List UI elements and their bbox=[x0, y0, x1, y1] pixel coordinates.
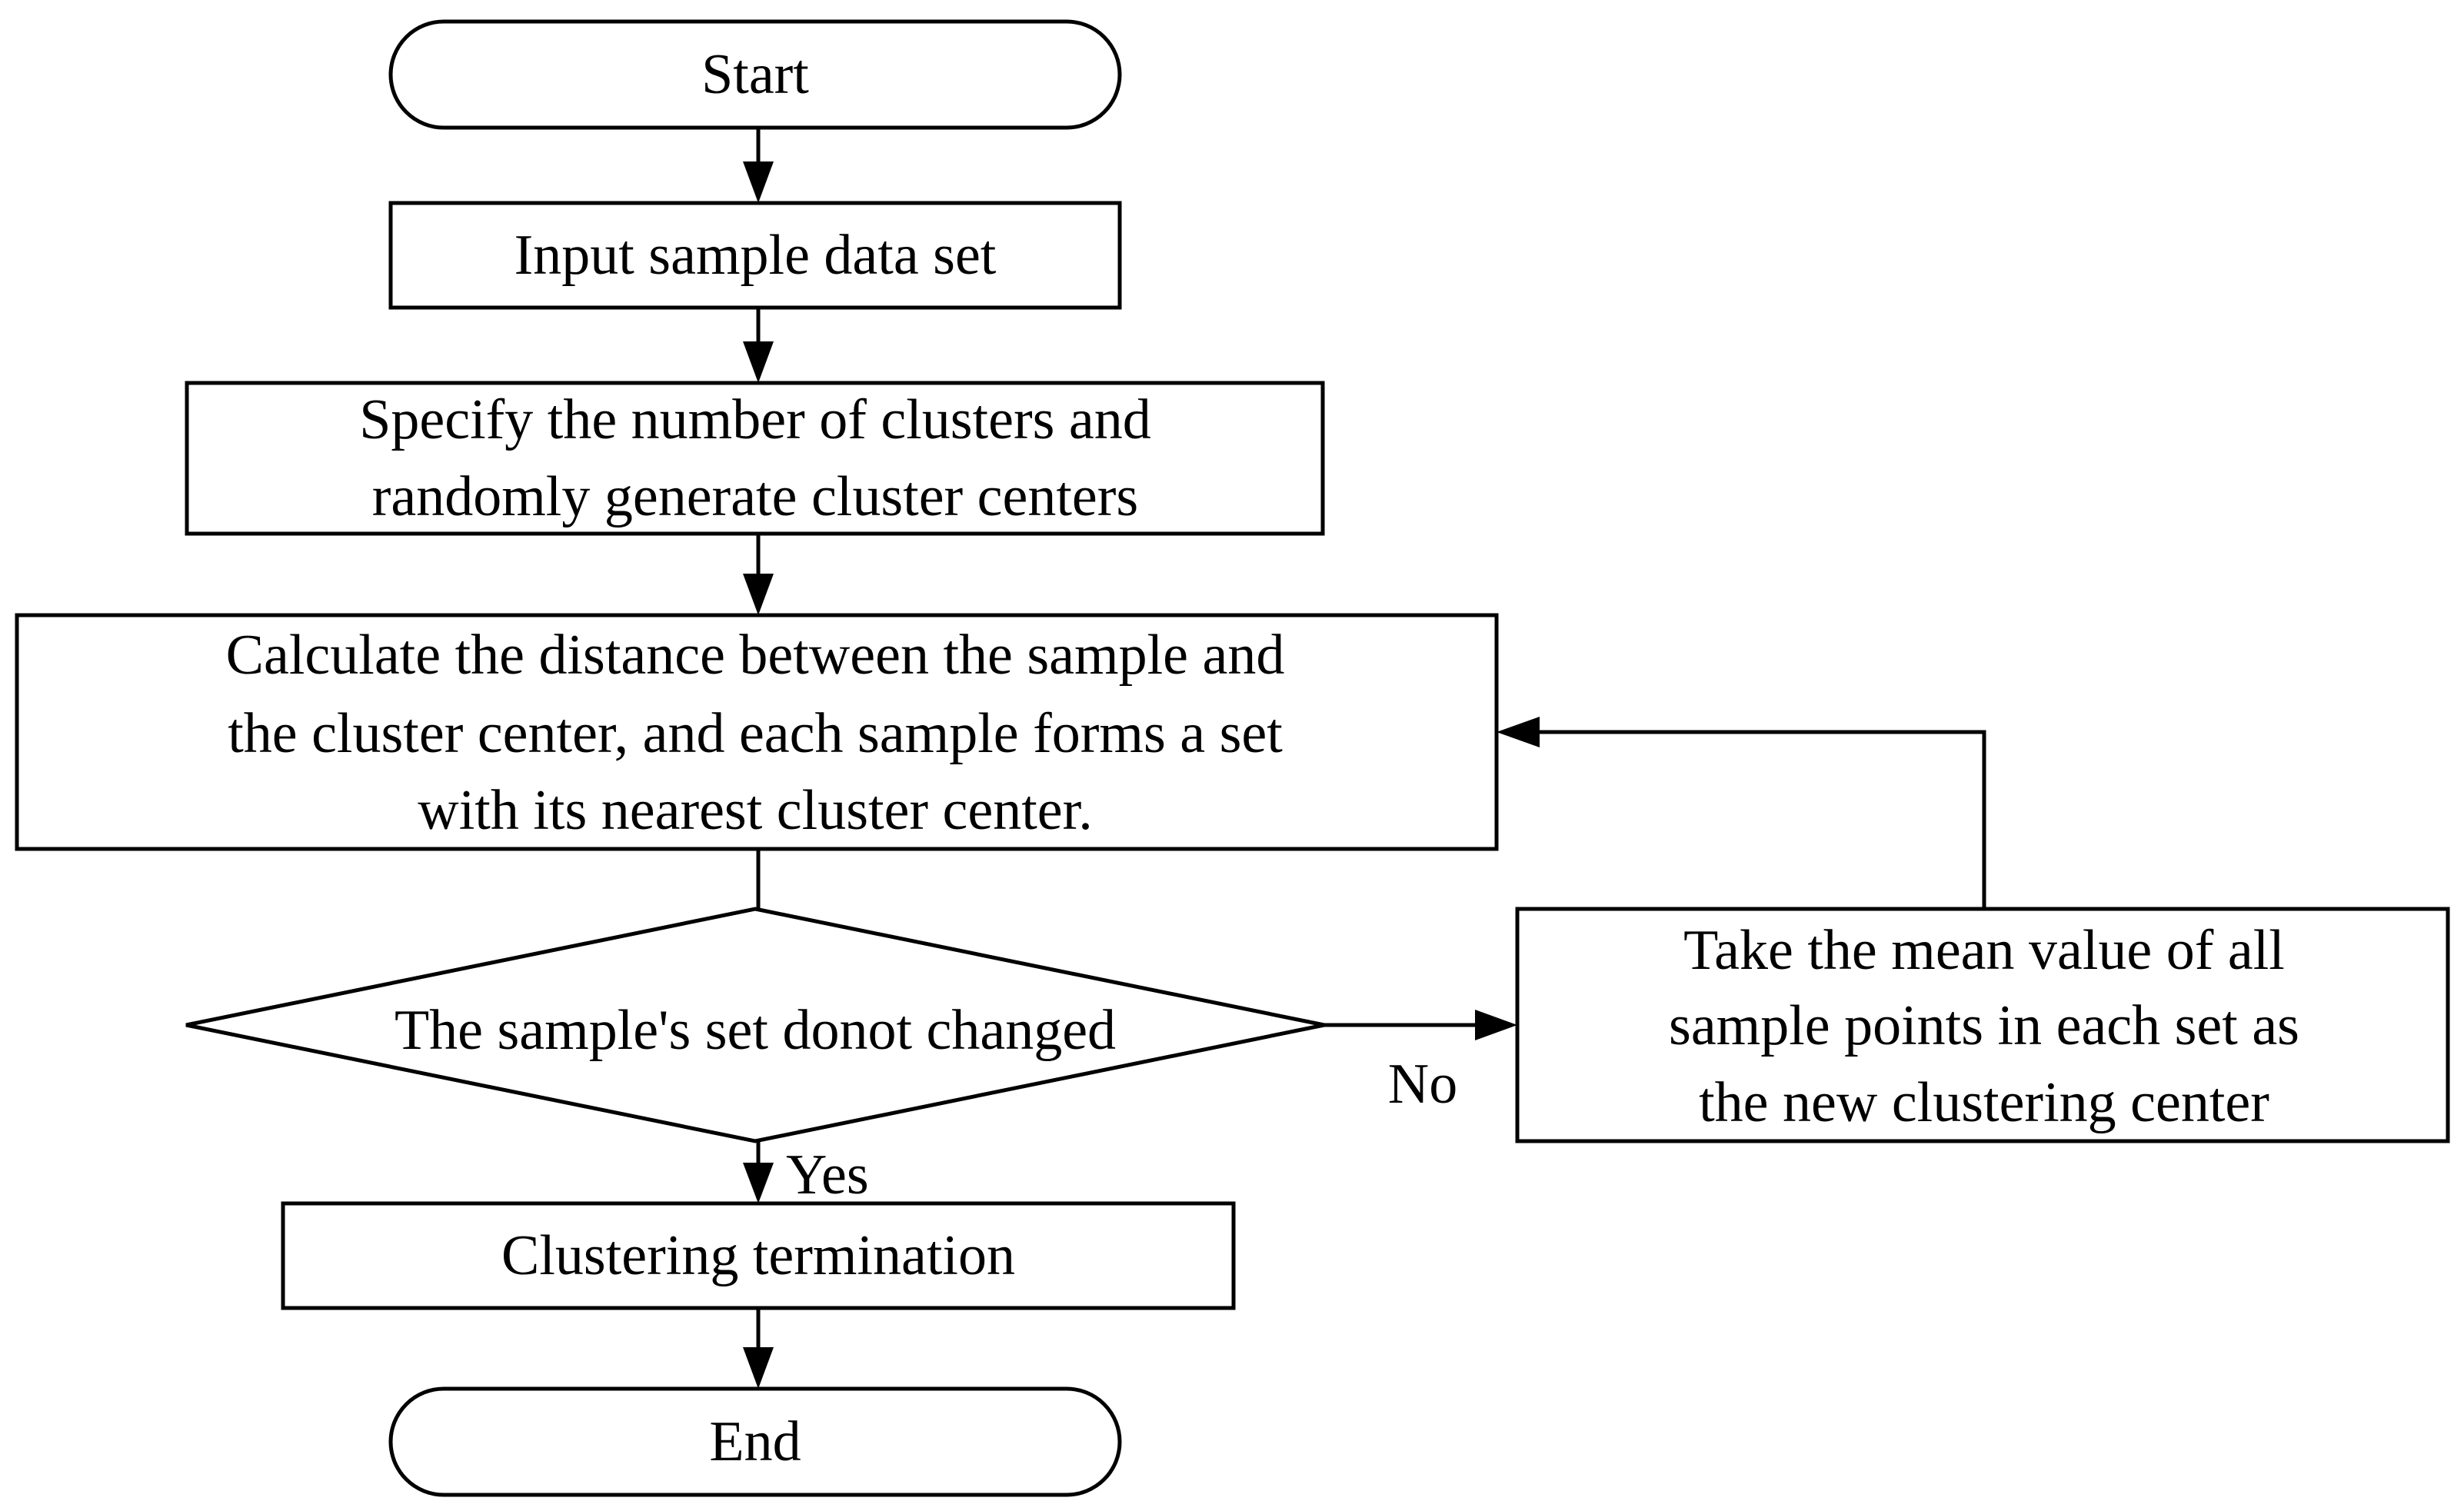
connector-update-to-calculate bbox=[1497, 717, 1986, 909]
input-node: Input sample data set bbox=[388, 201, 1122, 310]
connector-decision-to-terminate: Yes bbox=[743, 1141, 869, 1206]
arrow-right-icon bbox=[1475, 1010, 1517, 1040]
specify-node: Specify the number of clusters and rando… bbox=[185, 381, 1325, 536]
arrow-down-icon bbox=[743, 1347, 774, 1389]
update-node: Take the mean value of all sample points… bbox=[1515, 907, 2450, 1143]
specify-shape bbox=[185, 381, 1325, 536]
arrow-down-icon bbox=[743, 161, 774, 203]
end-label: End bbox=[709, 1410, 801, 1473]
no-branch-label: No bbox=[1388, 1053, 1457, 1116]
terminate-node: Clustering termination bbox=[281, 1201, 1236, 1310]
terminate-shape bbox=[281, 1201, 1236, 1310]
arrow-down-icon bbox=[743, 341, 774, 383]
connector-line bbox=[1538, 730, 1986, 909]
connector-start-to-input bbox=[743, 128, 774, 203]
decision-shape bbox=[185, 907, 1325, 1143]
connector-decision-to-update: No bbox=[1324, 1010, 1517, 1116]
yes-branch-label: Yes bbox=[786, 1143, 869, 1206]
start-shape bbox=[388, 19, 1122, 130]
arrow-left-icon bbox=[1497, 717, 1540, 747]
calculate-node: Calculate the distance between the sampl… bbox=[15, 613, 1499, 851]
update-label-line2: sample points in each set as bbox=[1669, 994, 2299, 1057]
calculate-label-line3: with its nearest cluster center. bbox=[418, 779, 1092, 842]
calculate-shape bbox=[15, 613, 1499, 851]
arrow-down-icon bbox=[743, 1163, 774, 1203]
calculate-label-line1: Calculate the distance between the sampl… bbox=[226, 624, 1285, 687]
input-shape bbox=[388, 201, 1122, 310]
end-shape bbox=[388, 1386, 1122, 1497]
connector-terminate-to-end bbox=[743, 1308, 774, 1389]
connector-specify-to-calculate bbox=[743, 534, 774, 615]
input-label: Input sample data set bbox=[514, 224, 997, 287]
terminate-label: Clustering termination bbox=[501, 1224, 1015, 1287]
specify-label-line2: randomly generate cluster centers bbox=[372, 465, 1138, 528]
connector-input-to-specify bbox=[743, 308, 774, 383]
end-node: End bbox=[388, 1386, 1122, 1497]
start-node: Start bbox=[388, 19, 1122, 130]
specify-label-line1: Specify the number of clusters and bbox=[359, 388, 1151, 451]
update-label-line1: Take the mean value of all bbox=[1683, 919, 2285, 982]
arrow-down-icon bbox=[743, 574, 774, 615]
start-label: Start bbox=[701, 43, 809, 106]
decision-label: The sample's set donot changed bbox=[395, 999, 1116, 1062]
calculate-label-line2: the cluster center, and each sample form… bbox=[228, 702, 1283, 765]
decision-node: The sample's set donot changed bbox=[185, 907, 1325, 1143]
update-label-line3: the new clustering center bbox=[1699, 1071, 2269, 1134]
